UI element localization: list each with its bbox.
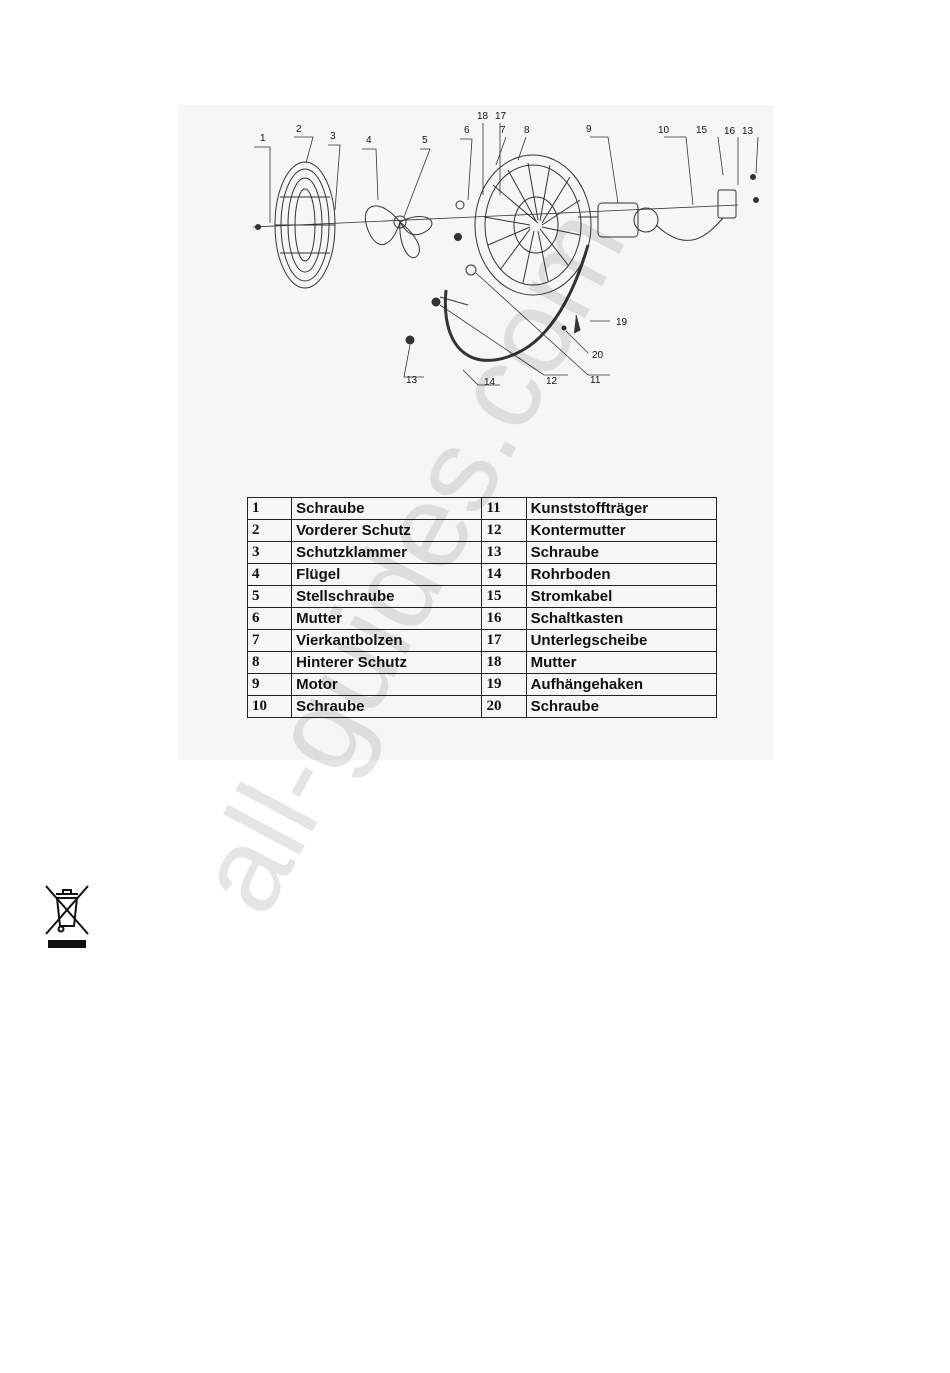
table-row: 5 Stellschraube 15 Stromkabel [246, 585, 718, 608]
callout-label: 4 [366, 135, 372, 146]
part-name: Schraube [291, 497, 483, 520]
part-name: Vierkantbolzen [291, 629, 483, 652]
part-number: 18 [481, 651, 527, 674]
part-name: Mutter [525, 651, 718, 674]
callout-label: 9 [586, 124, 592, 135]
part-name: Kunststoffträger [525, 497, 718, 520]
table-row: 4 Flügel 14 Rohrboden [246, 563, 718, 586]
table-row: 10 Schraube 20 Schraube [246, 695, 718, 718]
part-number: 10 [246, 695, 293, 718]
callout-label: 13 [406, 375, 418, 386]
parts-table: 1 Schraube 11 Kunststoffträger 2 Vordere… [246, 497, 718, 718]
part-name: Flügel [291, 563, 483, 586]
callout-label: 12 [546, 376, 558, 387]
part-number: 6 [246, 607, 293, 630]
callout-label: 2 [296, 124, 302, 135]
part-name: Schraube [291, 695, 483, 718]
callout-label: 5 [422, 135, 428, 146]
part-number: 13 [481, 541, 527, 564]
part-number: 12 [481, 519, 527, 542]
part-number: 14 [481, 563, 527, 586]
part-number: 8 [246, 651, 293, 674]
part-number: 9 [246, 673, 293, 696]
part-number: 5 [246, 585, 293, 608]
part-number: 7 [246, 629, 293, 652]
callout-label: 19 [616, 317, 628, 328]
callout-label: 20 [592, 350, 604, 361]
leader-lines [254, 123, 759, 386]
part-name: Aufhängehaken [525, 673, 718, 696]
part-name: Stromkabel [525, 585, 718, 608]
table-row: 9 Motor 19 Aufhängehaken [246, 673, 718, 696]
part-name: Kontermutter [525, 519, 718, 542]
callout-label: 10 [658, 125, 670, 136]
crossed-out-wheelie-bin-icon [45, 885, 89, 948]
callout-label: 7 [500, 125, 506, 136]
part-name: Hinterer Schutz [291, 651, 483, 674]
callout-label: 11 [590, 375, 601, 386]
table-row: 8 Hinterer Schutz 18 Mutter [246, 651, 718, 674]
callout-label: 16 [724, 126, 736, 137]
callout-label: 1 [260, 133, 266, 144]
callout-label: 3 [330, 131, 336, 142]
callout-label: 13 [742, 126, 754, 137]
part-name: Schraube [525, 695, 718, 718]
callout-label: 6 [464, 125, 470, 136]
callout-label: 18 [477, 111, 489, 122]
callout-label: 15 [696, 125, 708, 136]
part-number: 15 [481, 585, 527, 608]
exploded-fan-diagram: 1 2 3 4 5 6 18 17 7 8 9 10 15 16 13 19 2… [252, 111, 759, 388]
part-name: Rohrboden [525, 563, 718, 586]
part-number: 20 [481, 695, 527, 718]
table-row: 7 Vierkantbolzen 17 Unterlegscheibe [246, 629, 718, 652]
table-row: 3 Schutzklammer 13 Schraube [246, 541, 718, 564]
part-name: Stellschraube [291, 585, 483, 608]
part-number: 11 [481, 497, 527, 520]
part-name: Unterlegscheibe [525, 629, 718, 652]
part-number: 2 [246, 519, 293, 542]
callout-label: 17 [495, 111, 507, 122]
callout-label: 14 [484, 377, 496, 388]
part-number: 4 [246, 563, 293, 586]
part-name: Vorderer Schutz [291, 519, 483, 542]
part-number: 16 [481, 607, 527, 630]
part-number: 3 [246, 541, 293, 564]
part-number: 1 [246, 497, 293, 520]
blade-drawing [364, 205, 433, 258]
part-number: 17 [481, 629, 527, 652]
table-row: 6 Mutter 16 Schaltkasten [246, 607, 718, 630]
part-number: 19 [481, 673, 527, 696]
motor-drawing [578, 202, 659, 238]
tube-base-drawing [439, 244, 590, 362]
table-row: 2 Vorderer Schutz 12 Kontermutter [246, 519, 718, 542]
callout-label: 8 [524, 125, 530, 136]
front-guard-drawing [274, 161, 336, 289]
rear-guard-drawing [474, 154, 592, 296]
table-row: 1 Schraube 11 Kunststoffträger [246, 497, 718, 520]
part-name: Schaltkasten [525, 607, 718, 630]
part-name: Mutter [291, 607, 483, 630]
small-parts-drawing [255, 174, 759, 345]
part-name: Schraube [525, 541, 718, 564]
part-name: Schutzklammer [291, 541, 483, 564]
switch-box-drawing [655, 189, 737, 241]
callout-labels: 1 2 3 4 5 6 18 17 7 8 9 10 15 16 13 19 2… [260, 111, 754, 388]
part-name: Motor [291, 673, 483, 696]
